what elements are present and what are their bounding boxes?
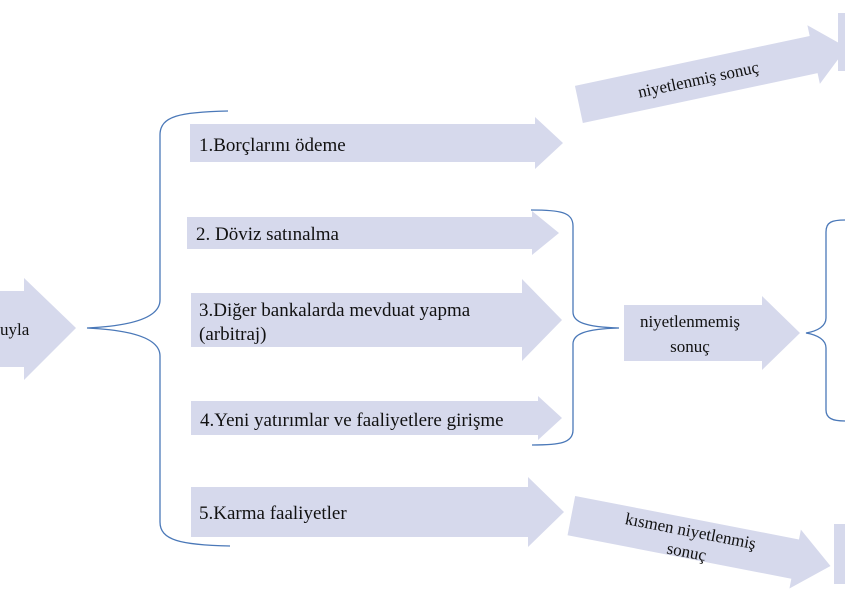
source-arrow-label: uyla bbox=[0, 320, 30, 339]
unintended-label-line1: niyetlenmemiş bbox=[640, 312, 740, 331]
partial-outcome-arrow: kısmen niyetlenmiş sonuç bbox=[567, 495, 831, 589]
bottom-right-box bbox=[834, 524, 845, 584]
unintended-outcome-arrow: niyetlenmemiş sonuç bbox=[624, 296, 800, 370]
unintended-brace bbox=[530, 209, 620, 446]
source-arrow: uyla bbox=[0, 278, 76, 380]
action-3-label-line1: 3.Diğer bankalarda mevduat yapma bbox=[199, 300, 471, 321]
action-arrow-4: 4.Yeni yatırımlar ve faaliyetlere girişm… bbox=[191, 396, 562, 440]
right-brace bbox=[805, 219, 845, 422]
top-right-box bbox=[838, 13, 845, 71]
unintended-label-line2: sonuç bbox=[670, 337, 710, 356]
action-2-label: 2. Döviz satınalma bbox=[196, 224, 340, 245]
action-arrow-2: 2. Döviz satınalma bbox=[187, 211, 559, 255]
action-3-label-line2: (arbitraj) bbox=[199, 324, 267, 345]
action-4-label: 4.Yeni yatırımlar ve faaliyetlere girişm… bbox=[200, 410, 504, 431]
action-5-label: 5.Karma faaliyetler bbox=[199, 503, 347, 524]
action-arrow-1: 1.Borçlarını ödeme bbox=[190, 117, 563, 169]
intended-outcome-arrow: niyetlenmiş sonuç bbox=[574, 25, 845, 124]
action-1-label: 1.Borçlarını ödeme bbox=[199, 135, 346, 156]
action-arrow-3: 3.Diğer bankalarda mevduat yapma (arbitr… bbox=[191, 279, 562, 361]
action-arrow-5: 5.Karma faaliyetler bbox=[191, 477, 564, 547]
actions-brace bbox=[86, 110, 231, 547]
